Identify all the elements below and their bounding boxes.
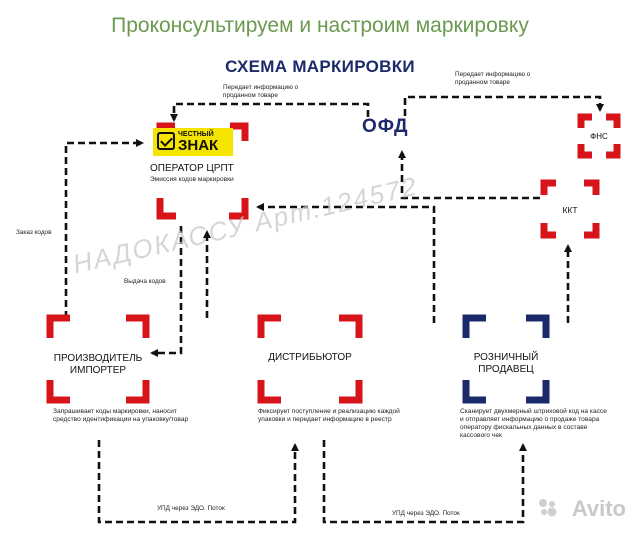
arrow-upd-right [322,440,527,524]
distributor-desc: Фиксирует поступление и реализацию каждо… [258,408,400,423]
distributor-label: ДИСТРИБЬЮТОР [268,352,352,363]
avito-brand: Avito [571,496,626,521]
fns-frame [577,113,621,159]
kkt-label: ККТ [562,205,578,215]
caption-ofd-to-fns: Передает информацию о проданном товаре [455,71,531,86]
caption-issue-codes: Выдача кодов [124,278,166,285]
producer-frame [46,314,150,404]
caption-ofd-to-operator: Передает информацию о проданном товаре [223,84,299,99]
checkmark-icon [157,132,175,150]
producer-label-line2: ИМПОРТЕР [69,365,127,376]
chestny-znak-logo: ЧЕСТНЫЙ ЗНАК [153,128,233,156]
caption-upd-right: УПД через ЭДО. Поток [392,510,460,517]
operator-frame [156,122,249,220]
arrow-order-codes [64,139,144,318]
operator-desc: Эмиссия кодов маркировки [150,176,234,183]
fns-label: ФНС [590,132,608,141]
distributor-frame [257,314,363,404]
operator-label: ОПЕРАТОР ЦРПТ [150,163,234,174]
producer-label-line1: ПРОИЗВОДИТЕЛЬ [53,353,143,364]
caption-order-codes: Заказ кодов [16,229,52,236]
producer-desc: Запрашивает коды маркировки, наносит сре… [53,408,189,423]
producer-label: ПРОИЗВОДИТЕЛЬ ИМПОРТЕР [30,353,166,377]
arrow-upd-left [97,440,299,524]
retailer-desc: Сканирует двухмерный штриховой код на ка… [460,408,607,439]
caption-upd-left: УПД через ЭДО. Поток [157,505,225,512]
logo-line1: ЧЕСТНЫЙ [178,131,214,138]
kkt-frame [540,179,600,239]
arrow-retailer-to-operator [256,203,436,323]
arrow-kkt-to-ofd [398,150,540,200]
arrow-issue-codes [150,226,183,357]
retailer-frame [462,314,550,404]
arrow-ofd-to-operator [170,102,370,122]
ofd-label: ОФД [362,116,409,137]
logo-line2: ЗНАК [178,137,219,154]
arrow-ofd-to-fns [403,95,604,116]
avito-logo-icon [539,499,557,517]
page-header: Проконсультируем и настроим маркировку [111,14,529,37]
diagram-title: СХЕМА МАРКИРОВКИ [225,57,415,76]
retailer-label: РОЗНИЧНЫЙ ПРОДАВЕЦ [473,352,539,375]
